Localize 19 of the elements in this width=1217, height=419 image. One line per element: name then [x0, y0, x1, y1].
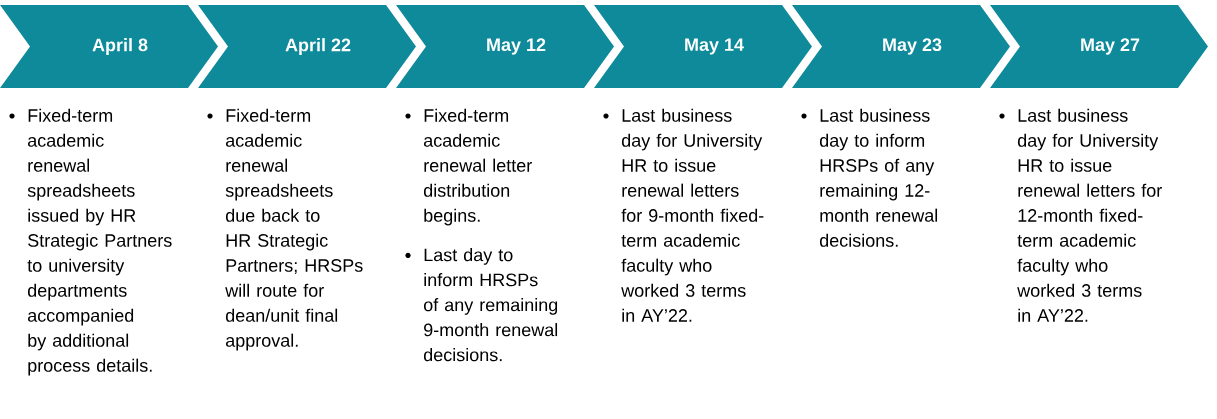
date-banner: May 27 [990, 5, 1208, 88]
date-banner: May 23 [792, 5, 1010, 88]
bullet-text: Last business day to inform HRSPs of any remaining 12-month renewal decisions. [819, 108, 938, 247]
node-label: May 12 [487, 38, 546, 55]
date-banner: May 14 [594, 5, 812, 88]
node-label: May 23 [883, 38, 942, 55]
date-banner: April 22 [198, 5, 416, 88]
date-banner: May 12 [396, 5, 614, 88]
bullet-text: Fixed-term academic renewal spreadsheets issued by HR Strategic Partners to university departments accompanied by additional process details. [27, 108, 172, 376]
node-label: April 22 [285, 38, 351, 55]
bullet-text: Fixed-term academic renewal letter distribution begins. [423, 108, 532, 226]
bullet-text: Fixed-term academic renewal spreadsheets due back to HR Strategic Partners; HRSPs will route for dean/unit final approval. [225, 108, 363, 351]
bullet-text: Last business day for University HR to issue renewal letters for 9-month fixed-term academic faculty who worked 3 terms in AY’22. [621, 108, 764, 322]
node-label: May 27 [1081, 38, 1140, 55]
date-banner: April 8 [0, 5, 218, 88]
bullet-text: Last business day for University HR to issue renewal letters for 12-month fixed-term academic faculty who worked 3 terms in AY’22. [1017, 108, 1162, 322]
node-label: April 8 [92, 38, 148, 55]
node-label: May 14 [685, 38, 744, 55]
bullet-text: Last day to inform HRSPs of any remaining 9-month renewal decisions. [423, 248, 558, 362]
